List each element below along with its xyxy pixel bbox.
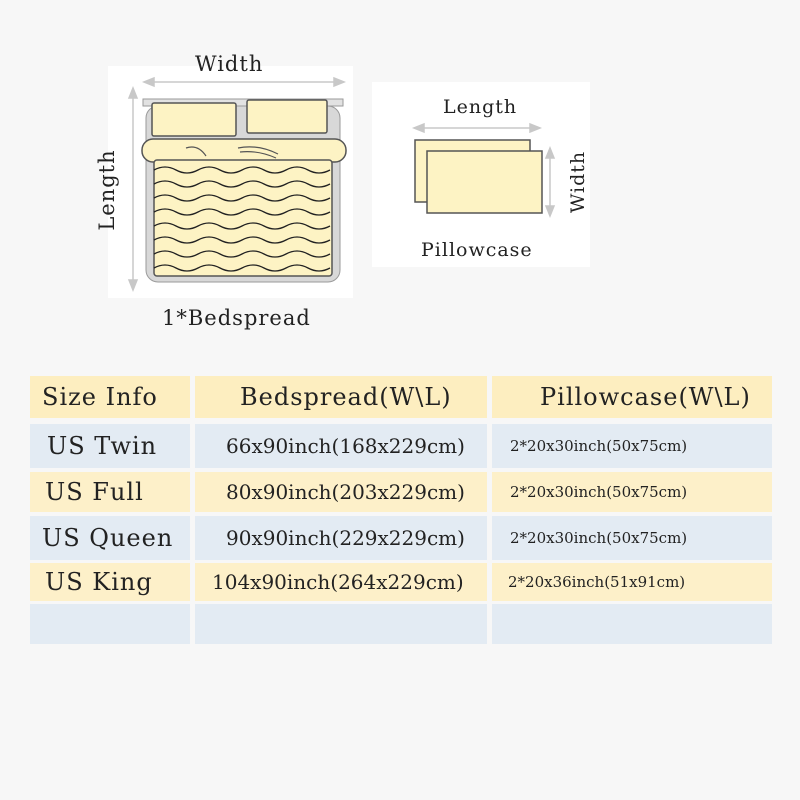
pillowcase-caption: Pillowcase: [421, 239, 533, 261]
row-us-king-bedspread: 104x90inch(264x229cm): [195, 563, 487, 601]
row-us-full-pillowcase: 2*20x30inch(50x75cm): [492, 472, 772, 512]
row-us-twin-pillowcase: 2*20x30inch(50x75cm): [492, 424, 772, 468]
bedspread-quilt: [153, 159, 333, 277]
header-pillowcase: Pillowcase(W\L): [492, 376, 772, 418]
row-empty-size: [30, 604, 190, 644]
row-us-king-size: US King: [30, 563, 190, 601]
quilt-wave-pattern: [153, 166, 331, 272]
pillowcase-front-icon: [426, 150, 543, 214]
row-us-queen-bedspread: 90x90inch(229x229cm): [195, 516, 487, 560]
row-us-king-pillowcase: 2*20x36inch(51x91cm): [492, 563, 772, 601]
pillowcase-length-arrow: [411, 122, 543, 134]
row-us-twin-size: US Twin: [30, 424, 190, 468]
row-us-full-bedspread: 80x90inch(203x229cm): [195, 472, 487, 512]
pillow-right-icon: [246, 99, 328, 134]
row-empty-pillowcase: [492, 604, 772, 644]
pillowcase-illustration: [411, 122, 556, 219]
row-empty-bedspread: [195, 604, 487, 644]
row-us-queen-size: US Queen: [30, 516, 190, 560]
header-size-info: Size Info: [30, 376, 190, 418]
pillowcase-length-label: Length: [443, 96, 518, 118]
width-arrow: [141, 76, 347, 88]
bedspread-width-label: Width: [195, 52, 264, 76]
folded-blanket: [141, 138, 347, 163]
length-arrow: [127, 85, 139, 293]
pillow-left-icon: [151, 102, 237, 137]
row-us-twin-bedspread: 66x90inch(168x229cm): [195, 424, 487, 468]
bedspread-caption: 1*Bedspread: [162, 306, 311, 330]
pillowcase-width-arrow: [544, 145, 556, 219]
row-us-full-size: US Full: [30, 472, 190, 512]
bedspread-illustration: [127, 76, 347, 293]
header-bedspread: Bedspread(W\L): [195, 376, 487, 418]
row-us-queen-pillowcase: 2*20x30inch(50x75cm): [492, 516, 772, 560]
